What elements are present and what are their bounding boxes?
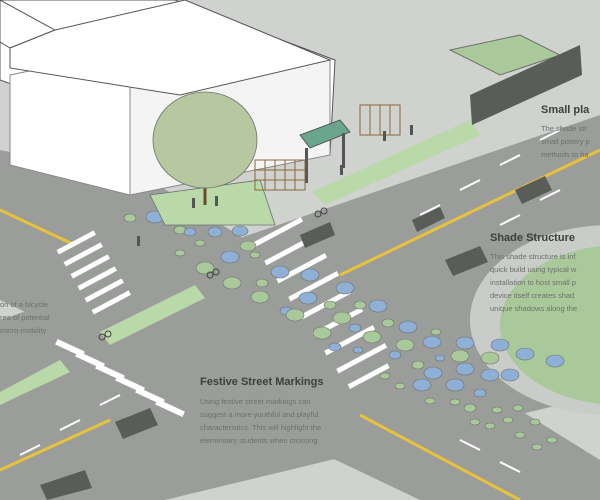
tree bbox=[152, 91, 258, 205]
shade-structure-line: installation to host small p bbox=[490, 278, 576, 287]
center-line-bottom bbox=[0, 418, 111, 472]
pedestrians bbox=[137, 125, 413, 246]
car-upper-middle bbox=[412, 207, 445, 232]
vehicles bbox=[40, 45, 582, 500]
crosswalk-bottom bbox=[55, 338, 185, 418]
shade-structure-line: device itself creates shad bbox=[490, 291, 575, 300]
bike-lane-middle bbox=[100, 285, 205, 345]
center-line-left bbox=[0, 208, 76, 247]
shade-structure-text: This shade structure is inf quick build … bbox=[490, 250, 577, 315]
truck bbox=[470, 45, 582, 125]
festive-markings-title: Festive Street Markings bbox=[200, 376, 324, 388]
small-planters-title: Small pla bbox=[541, 104, 590, 116]
bicycle-note-text: on of a bicycle rea of potential micro-m… bbox=[0, 298, 50, 337]
bicycle-note-line: on of a bicycle bbox=[0, 300, 48, 309]
bicycle-note-line: rea of potential bbox=[0, 313, 50, 322]
car-upper-right bbox=[515, 176, 552, 204]
cross-road bbox=[0, 150, 600, 500]
bus-shelter bbox=[299, 119, 351, 183]
small-planters-line: methods to ha bbox=[541, 150, 589, 159]
bike-lane-left bbox=[0, 360, 70, 405]
festive-markings-line: Using festive street markings can bbox=[200, 397, 311, 406]
center-line-upper bbox=[339, 148, 600, 277]
car-lower-left bbox=[115, 408, 158, 439]
shade-structure-line: This shade structure is inf bbox=[490, 252, 576, 261]
bike-lane-upper bbox=[312, 120, 480, 205]
shade-structure-line: unique shadows along the bbox=[490, 304, 578, 313]
center-line-lower bbox=[359, 413, 521, 500]
car-center bbox=[300, 222, 335, 248]
bicycles bbox=[98, 207, 328, 341]
car-right bbox=[445, 246, 488, 276]
small-planters-text: The shade str small pottery p methods to… bbox=[541, 122, 590, 161]
bicycle-note-line: micro-mobility bbox=[0, 326, 47, 335]
shade-structure-title: Shade Structure bbox=[490, 232, 575, 244]
festive-markings-text: Using festive street markings can sugges… bbox=[200, 395, 321, 447]
lane-dashes bbox=[19, 129, 561, 473]
festive-markings-line: suggest a more youthful and playful bbox=[200, 410, 319, 419]
festive-markings-line: characteristics. This will highlight the bbox=[200, 423, 322, 432]
shade-structure bbox=[254, 104, 401, 191]
small-planters-line: The shade str bbox=[541, 124, 587, 133]
shade-structure-line: quick build using typical w bbox=[490, 265, 577, 274]
festive-markings-line: elementary students when crossing bbox=[200, 436, 318, 445]
small-planters-line: small pottery p bbox=[541, 137, 590, 146]
car-bottom-left bbox=[40, 470, 92, 500]
right-lawn bbox=[500, 246, 600, 404]
crosswalk-left bbox=[56, 230, 131, 315]
